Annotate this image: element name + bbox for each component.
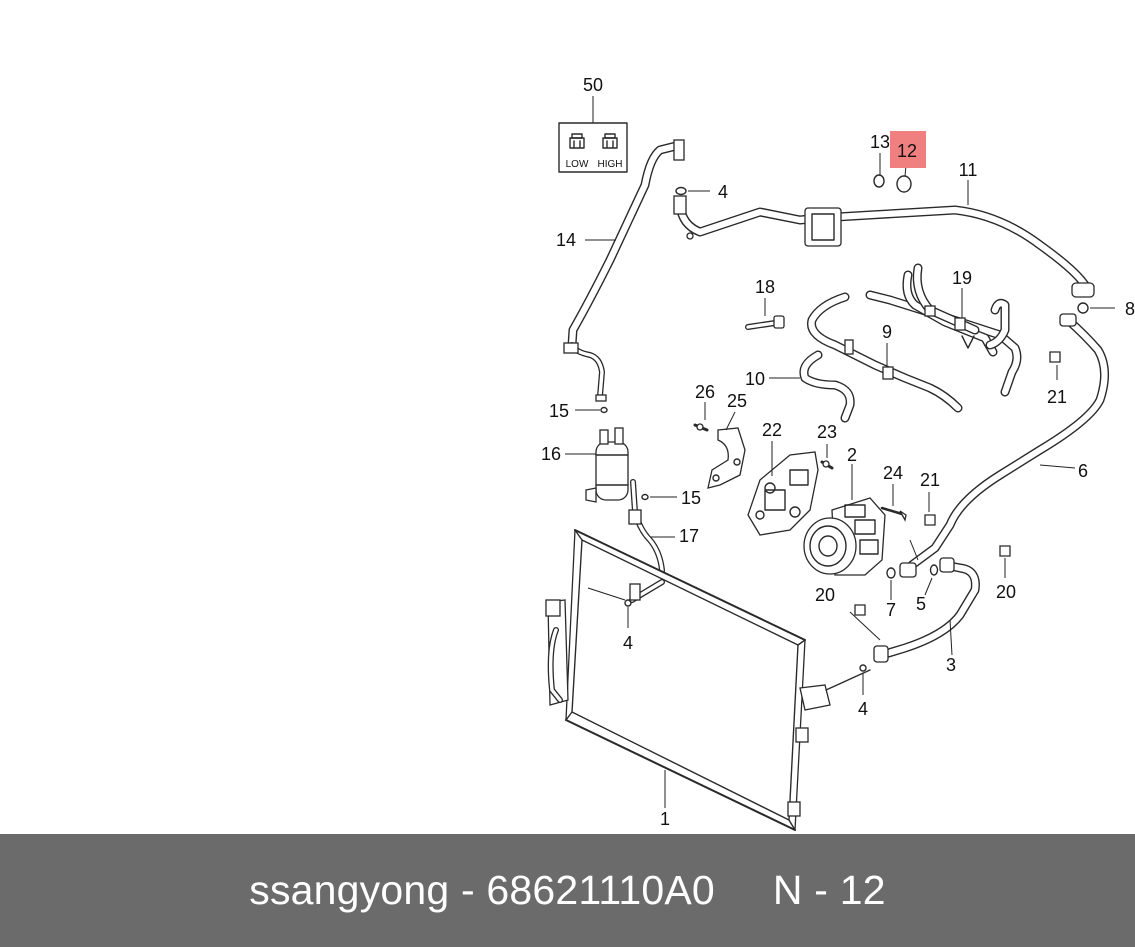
o-ring-8 (1077, 302, 1115, 314)
callout-24: 24 (883, 463, 903, 483)
callout-18: 18 (755, 277, 775, 297)
service-port-caps: LOW HIGH (558, 96, 628, 173)
callout-4-condenser-left: 4 (623, 633, 633, 653)
footer-bar: ssangyong - 68621110A0 N - 12 (0, 834, 1135, 947)
hose-10 (769, 350, 855, 423)
footer-part-number: 68621110A0 (486, 867, 715, 913)
callout-21-lower: 21 (920, 470, 940, 490)
nut-20-left (849, 604, 881, 641)
nut-21-upper (1049, 351, 1061, 380)
bracket-25 (707, 411, 746, 489)
callout-21-upper: 21 (1047, 387, 1067, 407)
compressor-2 (803, 464, 886, 576)
o-ring-13 (873, 153, 885, 188)
footer-separator: - (449, 867, 487, 913)
callout-23: 23 (817, 422, 837, 442)
callout-16: 16 (541, 444, 561, 464)
footer-ref: N - 12 (772, 867, 886, 913)
footer-gap (715, 867, 773, 914)
callout-20-right: 20 (996, 582, 1016, 602)
callout-10: 10 (745, 369, 765, 389)
callout-20-left: 20 (815, 585, 835, 605)
callout-12: 12 (897, 141, 917, 161)
callout-11: 11 (959, 160, 978, 180)
o-ring-4-condenser-left (587, 587, 632, 628)
callout-4-condenser-right: 4 (858, 699, 868, 719)
pipe-17 (628, 479, 675, 593)
callout-22: 22 (762, 420, 782, 440)
bolt-24 (880, 484, 907, 522)
parts-diagram: LOW HIGH (541, 75, 1135, 832)
o-ring-5 (924, 564, 939, 596)
low-cap-label: LOW (566, 159, 589, 170)
highlight-box-12 (890, 131, 926, 168)
callout-13: 13 (870, 132, 890, 152)
callout-19: 19 (952, 268, 972, 288)
callout-15-lower: 15 (681, 488, 701, 508)
callout-1: 1 (660, 809, 670, 829)
o-ring-12 (896, 164, 912, 193)
o-ring-7 (886, 567, 896, 600)
condenser-1 (545, 528, 871, 832)
fitting-18 (745, 298, 785, 330)
high-cap-label: HIGH (598, 159, 623, 170)
callout-15-upper: 15 (549, 401, 569, 421)
bolt-23 (820, 444, 834, 470)
callout-6: 6 (1078, 461, 1088, 481)
nut-20-right (999, 545, 1011, 578)
hose-19 (865, 263, 1022, 397)
o-ring-4-top (675, 186, 710, 196)
callout-26: 26 (695, 382, 715, 402)
pipe-11 (673, 180, 1095, 298)
callout-labels: 50 13 12 11 4 14 18 19 8 9 10 26 25 15 2… (541, 75, 1135, 829)
callout-50: 50 (583, 75, 603, 95)
bracket-22 (747, 441, 819, 536)
callout-17: 17 (679, 526, 699, 546)
receiver-drier-16 (565, 427, 629, 503)
o-ring-4-condenser-right (859, 664, 867, 695)
o-ring-15-lower (641, 493, 677, 501)
hose-14 (563, 139, 685, 402)
callout-25: 25 (727, 391, 747, 411)
nut-21-lower (909, 492, 936, 561)
hose-3 (873, 557, 980, 663)
footer-brand: ssangyong (249, 867, 450, 913)
hose-6 (899, 313, 1109, 578)
callout-14: 14 (556, 230, 576, 250)
callout-3: 3 (946, 655, 956, 675)
hose-9 (807, 292, 963, 413)
callout-4-top: 4 (718, 182, 728, 202)
callout-8: 8 (1125, 299, 1135, 319)
callout-9: 9 (882, 322, 892, 342)
callout-7: 7 (886, 600, 896, 620)
callout-5: 5 (916, 594, 926, 614)
callout-2: 2 (847, 445, 857, 465)
o-ring-15-upper (575, 406, 608, 414)
bolt-26 (693, 402, 709, 432)
